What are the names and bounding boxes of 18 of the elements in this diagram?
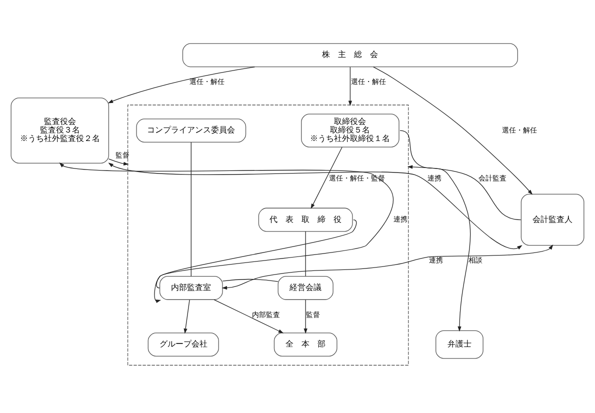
arrow [348,66,352,106]
arrow [310,146,342,208]
arrow [373,66,533,194]
arrow [108,158,129,165]
arrow [59,162,394,303]
connector [190,142,192,276]
arrow [214,298,284,333]
arrow [400,130,471,332]
arrow [222,244,554,290]
arrow [407,164,522,220]
connector [305,230,306,276]
arrow [108,66,256,103]
arrow [108,162,522,249]
connector [222,278,278,282]
arrow [304,298,308,334]
cluster [127,104,409,366]
arrow [184,298,190,334]
connector [156,218,357,288]
